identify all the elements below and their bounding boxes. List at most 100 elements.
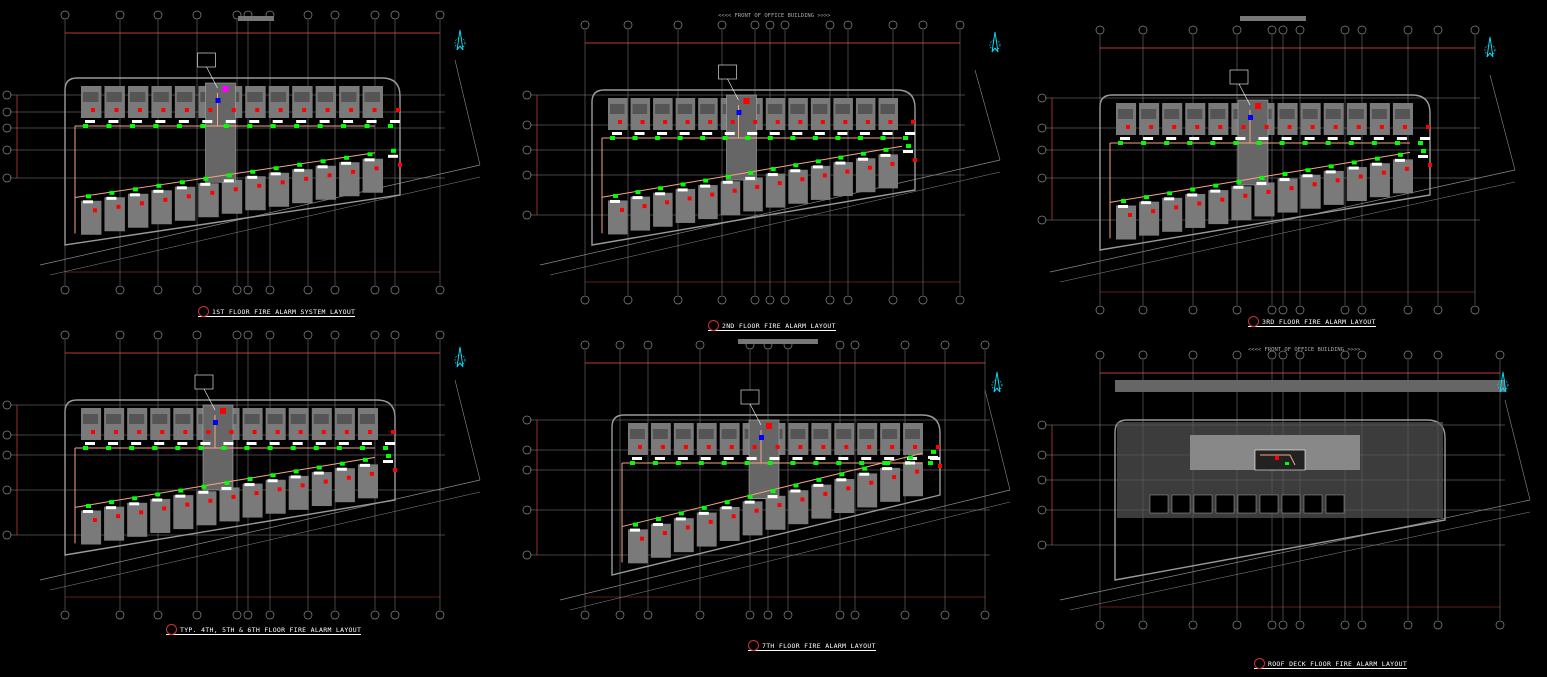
building-outline <box>611 414 941 576</box>
property-line <box>1504 399 1531 501</box>
device-tag <box>1118 205 1128 208</box>
device-tag <box>223 442 234 445</box>
guest-room <box>675 188 696 223</box>
guest-room <box>242 483 263 518</box>
guest-room <box>173 495 194 530</box>
fire-alarm-device <box>743 98 750 104</box>
room-bath <box>880 104 895 114</box>
fire-alarm-device <box>1255 103 1261 109</box>
smoke-detector <box>835 136 841 140</box>
smoke-detector <box>83 124 88 128</box>
smoke-detector <box>677 136 683 140</box>
smoke-detector <box>1325 141 1331 145</box>
device-tag <box>83 510 93 513</box>
north-arrow-icon <box>989 31 1001 53</box>
grid-bubble <box>940 610 950 620</box>
smoke-detector <box>862 466 868 471</box>
device-tag <box>928 455 938 459</box>
guest-room <box>696 512 717 547</box>
grid-bubble <box>888 295 898 305</box>
room-bath <box>270 92 287 102</box>
grid-bubble <box>825 295 835 305</box>
device-tag <box>903 150 913 154</box>
fire-alarm-device <box>116 204 121 209</box>
device-tag <box>882 467 893 471</box>
room-bath <box>675 429 691 439</box>
fire-alarm-device <box>1287 125 1292 129</box>
smoke-detector <box>364 124 370 128</box>
plan-top-note-6: <<<< FRONT OF OFFICE BUILDING >>>> <box>1248 347 1361 353</box>
room-bath <box>610 104 625 114</box>
device-tag <box>269 442 280 445</box>
fire-alarm-device <box>257 183 262 188</box>
smoke-detector <box>1121 199 1126 203</box>
guest-room <box>628 529 648 564</box>
fire-alarm-device <box>798 120 803 124</box>
grid-bubble <box>1232 620 1242 630</box>
guest-room <box>788 169 808 204</box>
smoke-detector <box>744 461 750 465</box>
fire-alarm-device <box>620 207 624 212</box>
property-line <box>539 159 1001 266</box>
smoke-detector <box>1167 191 1173 196</box>
device-tag <box>1327 137 1338 140</box>
grid-bubble <box>765 20 775 30</box>
grid-bubble <box>390 610 400 620</box>
smoke-detector <box>747 494 753 499</box>
device-tag <box>792 132 803 135</box>
grid-bubble <box>330 285 340 295</box>
fire-alarm-device <box>1174 205 1179 210</box>
device-tag <box>859 132 870 135</box>
guest-room <box>720 181 741 216</box>
north-arrow-ring <box>454 354 466 366</box>
room-bath <box>790 104 805 114</box>
room-bath <box>1394 109 1410 119</box>
room-bath <box>106 414 122 424</box>
grid-bubble <box>1138 305 1148 315</box>
device-tag <box>106 506 117 510</box>
device-tag <box>652 523 663 527</box>
smoke-detector <box>883 147 889 152</box>
device-tag <box>630 528 640 532</box>
grid-bubble <box>1232 350 1242 360</box>
smoke-detector <box>630 461 635 465</box>
fire-alarm-device <box>139 510 144 515</box>
fire-alarm-device <box>396 108 400 112</box>
fire-alarm-device <box>252 430 257 434</box>
guest-room <box>1185 193 1206 228</box>
device-tag <box>884 457 895 460</box>
fire-alarm-device <box>1289 186 1294 191</box>
fire-alarm-device <box>351 169 356 174</box>
fire-alarm-device <box>186 194 191 199</box>
device-tag <box>792 457 803 460</box>
fire-alarm-device <box>798 445 803 449</box>
property-line <box>1059 499 1531 601</box>
device-tag <box>290 475 301 479</box>
north-arrow-ring <box>989 39 1001 51</box>
device-tag <box>1279 178 1290 182</box>
fire-alarm-device <box>277 487 282 492</box>
fire-alarm-panel <box>736 110 742 115</box>
fire-alarm-device <box>938 463 942 468</box>
fire-alarm-device <box>1426 125 1430 129</box>
property-line <box>1489 74 1516 171</box>
smoke-detector <box>931 449 936 454</box>
room-bath <box>1141 109 1157 119</box>
grid-bubble <box>780 20 790 30</box>
fire-alarm-device <box>1310 125 1315 129</box>
device-tag <box>1396 137 1407 140</box>
room-bath <box>317 92 334 102</box>
smoke-detector <box>1394 141 1400 145</box>
grid-bubble <box>835 340 845 350</box>
fire-alarm-panel <box>759 435 764 440</box>
fire-alarm-device <box>91 430 95 434</box>
device-tag <box>859 472 870 476</box>
device-tag <box>1210 189 1221 193</box>
grid-bubble <box>60 10 70 20</box>
smoke-detector <box>290 446 296 450</box>
device-tag <box>675 517 686 521</box>
smoke-detector <box>610 136 615 140</box>
fire-alarm-device <box>254 491 259 496</box>
smoke-detector <box>1418 141 1423 145</box>
